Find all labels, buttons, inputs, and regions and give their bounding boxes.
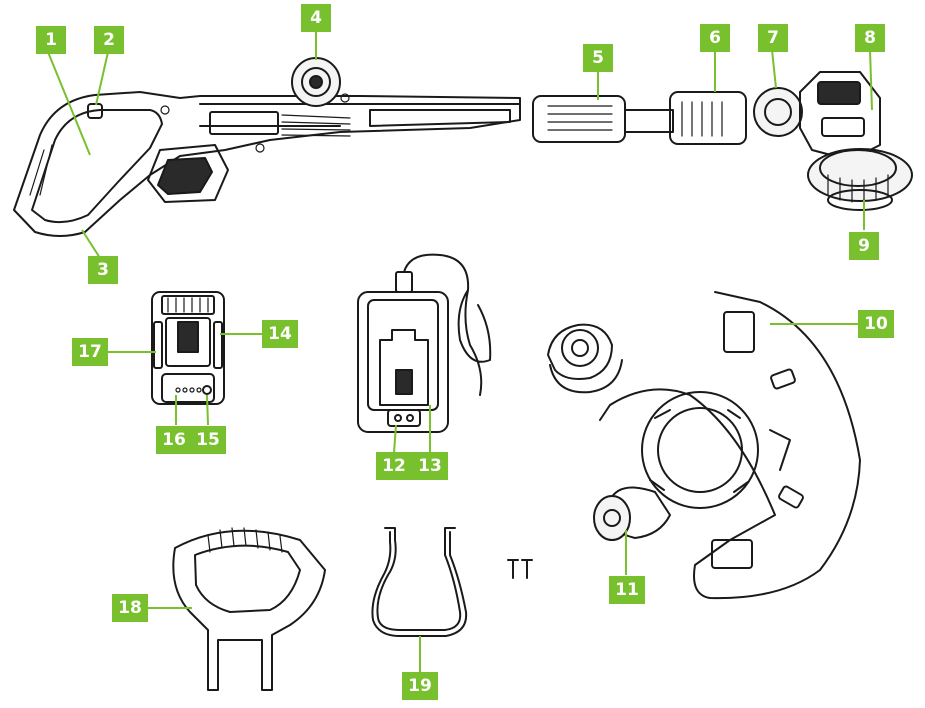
leader-12 (393, 424, 397, 454)
svg-text:14: 14 (268, 324, 292, 344)
callout-3: 3 (88, 256, 118, 284)
leader-3 (81, 229, 101, 259)
motor-housing-shape (799, 71, 881, 161)
callout-18: 18 (112, 594, 148, 622)
shaft-collar-shape (532, 95, 626, 143)
callout-8: 8 (855, 24, 885, 52)
leader-lines (47, 30, 873, 672)
svg-text:8: 8 (864, 28, 876, 48)
callout-17: 17 (72, 338, 108, 366)
battery-button-shape (202, 385, 212, 395)
trimmer-body (13, 57, 913, 237)
svg-text:16: 16 (162, 430, 186, 450)
callout-13: 13 (412, 452, 448, 480)
svg-text:1: 1 (45, 30, 57, 50)
callout-9: 9 (849, 232, 879, 260)
svg-text:13: 13 (418, 456, 442, 476)
callout-1: 1 (36, 26, 66, 54)
spool-drawing (547, 323, 623, 394)
charger-cord (403, 253, 492, 396)
battery-pack-drawing (151, 291, 225, 405)
callout-5: 5 (583, 44, 613, 72)
callout-7: 7 (758, 24, 788, 52)
svg-text:4: 4 (310, 8, 322, 28)
callout-19: 19 (402, 672, 438, 700)
shaft-window (209, 111, 279, 135)
callout-12: 12 (376, 452, 412, 480)
shaft-tube (624, 109, 674, 133)
trigger-lock-shape (87, 103, 103, 119)
leader-8 (869, 49, 873, 111)
spool-head-shape (807, 148, 913, 202)
svg-text:17: 17 (78, 342, 102, 362)
leader-2 (95, 51, 109, 106)
callout-16: 16 (156, 426, 192, 454)
screw-icon (521, 559, 533, 579)
svg-text:15: 15 (196, 430, 220, 450)
wheel-guide-drawing (371, 527, 468, 637)
svg-text:6: 6 (709, 28, 721, 48)
svg-text:18: 18 (118, 598, 142, 618)
leader-7 (771, 49, 777, 89)
screw-icon (507, 559, 519, 579)
svg-text:9: 9 (858, 236, 870, 256)
callout-14: 14 (262, 320, 298, 348)
callout-4: 4 (301, 4, 331, 32)
svg-text:10: 10 (864, 314, 888, 334)
leader-1 (47, 51, 91, 156)
rear-handle-shape (13, 91, 521, 237)
svg-text:2: 2 (103, 30, 115, 50)
charger-led (394, 414, 402, 422)
screws-drawing (507, 559, 533, 579)
svg-text:12: 12 (382, 456, 406, 476)
angle-knob-shape (753, 87, 803, 137)
svg-text:5: 5 (592, 48, 604, 68)
callout-15: 15 (190, 426, 226, 454)
battery-socket (147, 144, 229, 203)
svg-text:19: 19 (408, 676, 432, 696)
svg-text:11: 11 (615, 580, 639, 600)
charger-drawing (357, 253, 492, 433)
svg-text:7: 7 (767, 28, 779, 48)
battery-latch-shape (213, 321, 223, 369)
tilt-housing-shape (669, 91, 747, 145)
callout-11: 11 (609, 576, 645, 604)
front-handle-drawing (172, 527, 326, 691)
callout-10: 10 (858, 310, 894, 338)
leader-15 (206, 394, 209, 426)
callout-6: 6 (700, 24, 730, 52)
guard-knob-shape (593, 495, 631, 541)
callouts: 1 2 3 4 5 6 7 8 9 10 11 12 13 14 15 16 1… (36, 4, 894, 700)
callout-2: 2 (94, 26, 124, 54)
svg-text:3: 3 (97, 260, 109, 280)
guard-drawing (593, 291, 861, 600)
